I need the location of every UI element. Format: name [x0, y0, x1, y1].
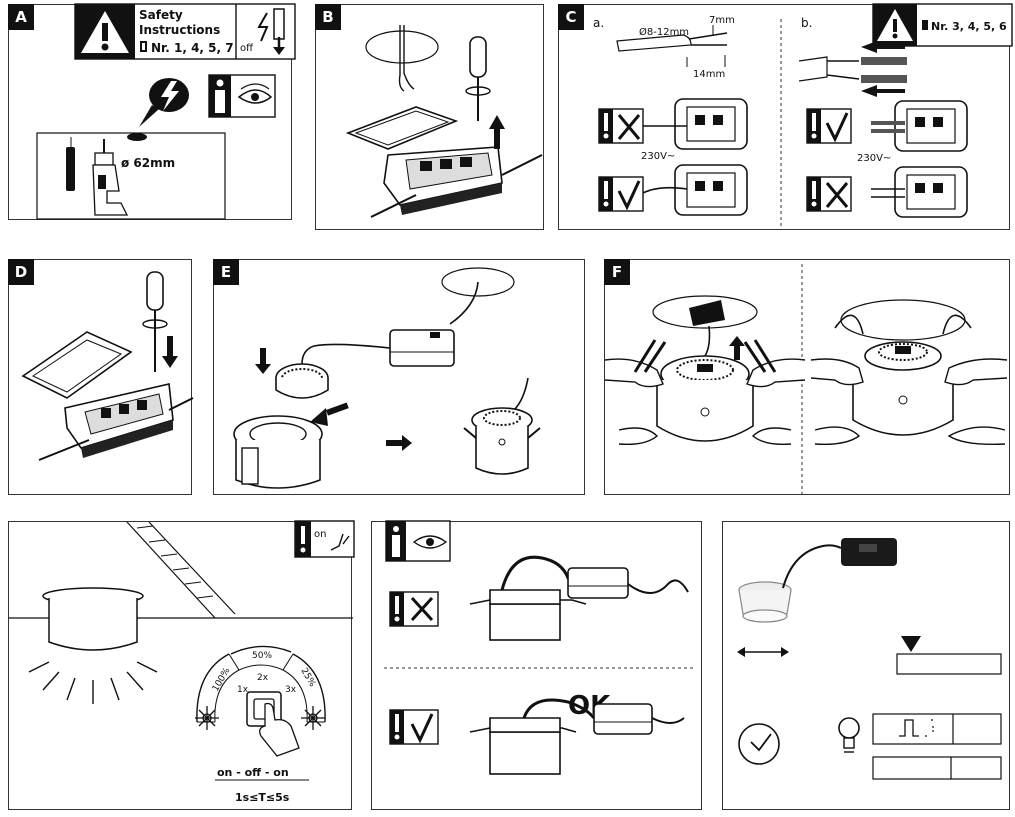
hands-icon — [604, 339, 806, 446]
panel-d: D — [8, 259, 194, 495]
panel-c: C a. b. Ø8-12mm 7mm 14mm 230V~ — [558, 3, 1013, 230]
safety-title-2: Instructions — [139, 23, 220, 37]
panel-f: F — [604, 259, 1010, 495]
led-module-icon — [275, 363, 329, 399]
clock-icon — [738, 723, 780, 765]
press-2x: 2x — [257, 673, 269, 683]
junction-box-icon — [345, 106, 503, 215]
color-indicator-icon — [901, 636, 921, 652]
panel-b: B — [315, 4, 544, 230]
sub-label-a: a. — [593, 16, 604, 30]
wrong-install-diagram — [469, 555, 689, 641]
level-25: 25% — [298, 667, 317, 690]
housing-icon — [233, 415, 323, 489]
panel-h-illustration: OK — [384, 520, 694, 775]
downlight-icon — [28, 587, 158, 704]
panel-g-illustration: on 100% — [9, 520, 355, 804]
correct-install-diagram — [469, 698, 685, 775]
panel-d-label: D — [8, 259, 34, 285]
switch-cycle-icon — [899, 719, 919, 737]
off-label: off — [240, 43, 254, 54]
panel-b-label: B — [315, 4, 341, 30]
bulb-icon — [838, 717, 860, 753]
installed-module-icon — [834, 314, 972, 436]
level-100: 100% — [211, 666, 233, 694]
panel-a-illustration: Safety Instructions Nr. 1, 4, 5, 7 off — [36, 3, 296, 220]
nr-b: Nr. 3, 4, 5, 6 — [931, 20, 1007, 33]
panel-f-illustration — [604, 264, 1008, 494]
switch-on-label: on — [314, 529, 326, 540]
switch-on-icon — [294, 520, 355, 558]
panel-h: OK — [371, 520, 702, 810]
panel-specs-illustration — [737, 538, 1002, 780]
terminal-block-a1 — [643, 98, 748, 150]
arrow-down-icon — [255, 348, 271, 374]
dimmer-level-diagram — [196, 645, 326, 723]
safety-title-1: Safety — [139, 8, 183, 22]
level-50: 50% — [252, 651, 272, 661]
safety-nr: Nr. 1, 4, 5, 7 — [151, 41, 234, 55]
hand-icon — [259, 702, 300, 757]
panel-e-label: E — [213, 259, 239, 285]
strip-length-long: 14mm — [693, 69, 725, 80]
ferrule-diagram — [798, 41, 907, 97]
terminal-block-b2 — [871, 166, 968, 218]
wrong-icon — [389, 591, 439, 627]
arrow-up-icon — [489, 115, 505, 149]
booklet-icon — [140, 41, 147, 52]
led-module-icon — [738, 581, 792, 623]
switch-off-icon: off — [240, 8, 285, 55]
driver-box-icon — [389, 329, 455, 367]
info-eye-icon — [385, 520, 451, 562]
press-3x: 3x — [285, 685, 297, 695]
panel-specs — [722, 521, 1010, 810]
arrow-up-icon — [729, 336, 745, 360]
panel-a-label: A — [8, 4, 34, 30]
sub-label-b: b. — [801, 16, 812, 30]
screwdriver-icon — [142, 271, 168, 372]
hole-diameter: ø 62mm — [121, 156, 175, 170]
installed-light-icon — [463, 377, 541, 475]
arrow-right-icon — [386, 435, 412, 451]
check-icon — [598, 176, 644, 212]
arrow-left-icon — [310, 402, 349, 426]
diameter-arrow-icon — [737, 647, 789, 657]
light-burst-icon — [195, 706, 325, 730]
screwdriver-icon — [465, 36, 491, 121]
panel-f-label: F — [604, 259, 630, 285]
terminal-block-b1 — [871, 100, 968, 152]
cable-strip-diagram — [616, 25, 728, 67]
driver-box-icon — [841, 538, 897, 566]
drill-icon — [92, 139, 129, 216]
strip-length-short: 7mm — [709, 15, 735, 26]
wrong-icon — [598, 108, 644, 144]
terminal-block-a2 — [642, 164, 748, 216]
check-icon-b — [806, 108, 852, 144]
switch-timing: 1s≤T≤5s — [235, 791, 290, 804]
panel-c-label: C — [558, 4, 584, 30]
voltage-a1: 230V~ — [641, 151, 675, 162]
panel-c-illustration: a. b. Ø8-12mm 7mm 14mm 230V~ — [593, 3, 1013, 227]
press-1x: 1x — [237, 685, 249, 695]
warning-icon — [81, 11, 129, 53]
arrow-down-icon — [162, 336, 178, 368]
voltage-b1: 230V~ — [857, 153, 891, 164]
led-module-icon — [656, 355, 754, 442]
junction-box-icon — [21, 331, 174, 458]
info-eye-icon — [208, 74, 276, 118]
panel-a: A Safety Instructions Nr. 1, 4, 5, 7 off — [8, 3, 296, 220]
check-icon — [389, 709, 439, 745]
switch-sequence: on - off - on — [217, 766, 289, 779]
panel-b-illustration — [345, 25, 543, 218]
cable-diameter: Ø8-12mm — [639, 26, 689, 38]
electric-hazard-icon — [139, 78, 189, 127]
panel-e-illustration — [233, 267, 541, 489]
panel-g: on 100% — [8, 520, 355, 810]
wrong-icon-b — [806, 176, 852, 212]
panel-e: E — [213, 259, 585, 495]
panel-d-illustration — [21, 271, 194, 461]
warning-nr-box — [872, 3, 1013, 47]
